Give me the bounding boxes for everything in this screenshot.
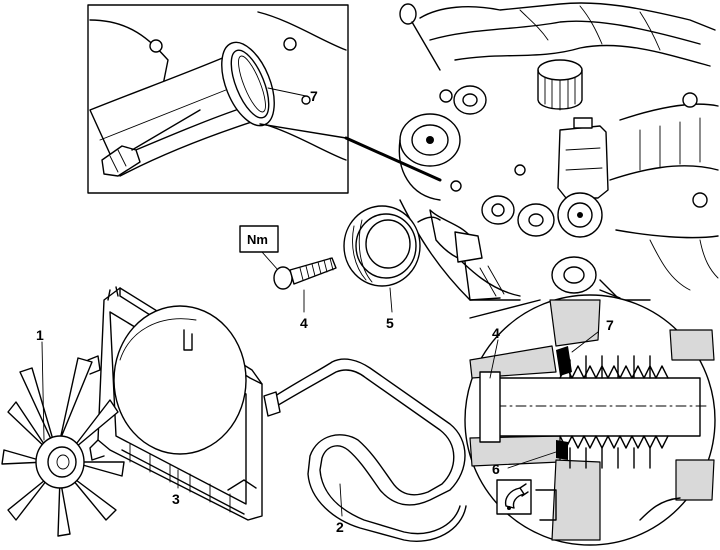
torque-spec-box: Nm: [239, 225, 279, 271]
fan-1: 1: [1, 327, 125, 537]
crank-pulley: [481, 195, 515, 225]
callout-5: 5: [386, 315, 394, 331]
callout-4: 4: [300, 315, 308, 331]
bolt-4: 4: [273, 257, 337, 331]
nm-torque-icon: Nm: [247, 232, 268, 247]
pulley-5: 5: [343, 205, 421, 331]
power-steering-pump: [557, 192, 603, 238]
callout-2: 2: [336, 519, 344, 535]
oil-filler-cap: [537, 59, 583, 111]
coolant-reservoir: [557, 117, 609, 199]
dipstick-handle: [399, 3, 417, 25]
callout-4-detail: 4: [492, 325, 500, 341]
fan-shroud-3: 3: [87, 286, 263, 521]
circular-detail: 4 7 6: [464, 289, 716, 546]
callout-3: 3: [172, 491, 180, 507]
callout-1: 1: [36, 327, 44, 343]
drive-belt-2: 2: [263, 358, 467, 542]
idler-pulley-upper: [453, 85, 487, 115]
inset-detail-top: 7: [87, 4, 349, 194]
ac-compressor: [551, 256, 597, 294]
callout-7-detail: 7: [606, 317, 614, 333]
tensioner-pulley: [517, 203, 555, 237]
engine-block: [398, 2, 719, 301]
alternator: [398, 113, 461, 201]
sealant-tube-icon: [496, 479, 532, 515]
callout-6-detail: 6: [492, 461, 500, 477]
inset-pointer-line: [344, 136, 442, 182]
callout-7-inset: 7: [310, 88, 318, 104]
